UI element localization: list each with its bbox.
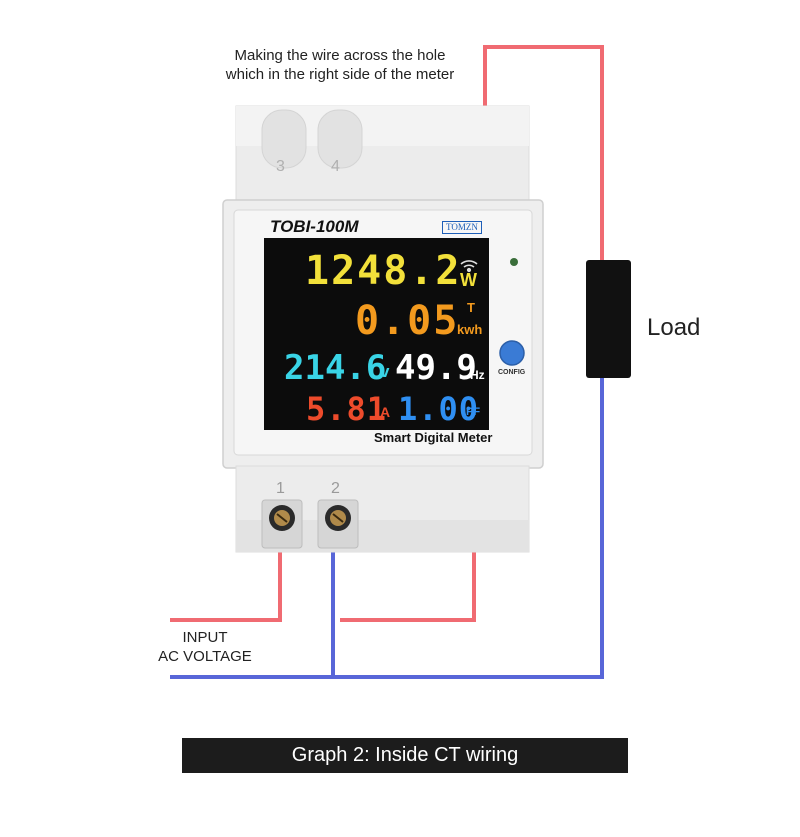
terminal-screw-2 [317, 499, 359, 549]
energy-unit: kwh [457, 322, 483, 337]
ct-sensor-block [586, 260, 631, 378]
meter-top-module [235, 105, 530, 205]
wire-annotation: Making the wire across the hole which in… [190, 46, 490, 84]
terminal-screw-1 [261, 499, 303, 549]
power-unit: W [460, 270, 477, 290]
input-label-line-2: AC VOLTAGE [158, 648, 252, 665]
input-label-line-1: INPUT [182, 629, 228, 646]
power-value: 1248.2 [305, 248, 462, 294]
power-factor-unit: PF [466, 406, 481, 418]
current-value: 5.81 [306, 390, 388, 428]
neutral-wire [170, 377, 604, 679]
load-label: Load [647, 314, 701, 341]
energy-value: 0.05 [355, 298, 460, 344]
meter-model: TOBI-100M [270, 217, 359, 236]
annotation-line-2: which in the right side of the meter [225, 66, 455, 83]
meter-screen [264, 238, 489, 430]
live-wire [170, 45, 604, 622]
terminal-label-2: 2 [331, 480, 340, 497]
input-voltage-label: INPUT AC VOLTAGE [150, 628, 260, 666]
caption-text: Graph 2: Inside CT wiring [291, 744, 519, 766]
wifi-icon [460, 260, 478, 273]
status-led [510, 258, 518, 266]
caption-bar: Graph 2: Inside CT wiring [182, 738, 628, 773]
power-factor-value: 1.00 [398, 390, 480, 428]
config-button[interactable] [499, 340, 525, 366]
frequency-unit: Hz [470, 368, 485, 382]
terminal-label-4: 4 [331, 158, 340, 175]
current-unit: A [380, 404, 391, 420]
voltage-value: 214.6 [284, 348, 387, 388]
config-label: CONFIG [498, 369, 526, 376]
meter-subtitle: Smart Digital Meter [374, 430, 493, 445]
annotation-line-1: Making the wire across the hole [234, 47, 446, 64]
terminal-label-1: 1 [276, 480, 285, 497]
energy-prefix: T [467, 300, 475, 315]
brand-badge: TOMZN [442, 221, 482, 234]
terminal-label-3: 3 [276, 158, 285, 175]
voltage-unit: v [380, 362, 390, 381]
frequency-value: 49.9 [395, 348, 477, 388]
